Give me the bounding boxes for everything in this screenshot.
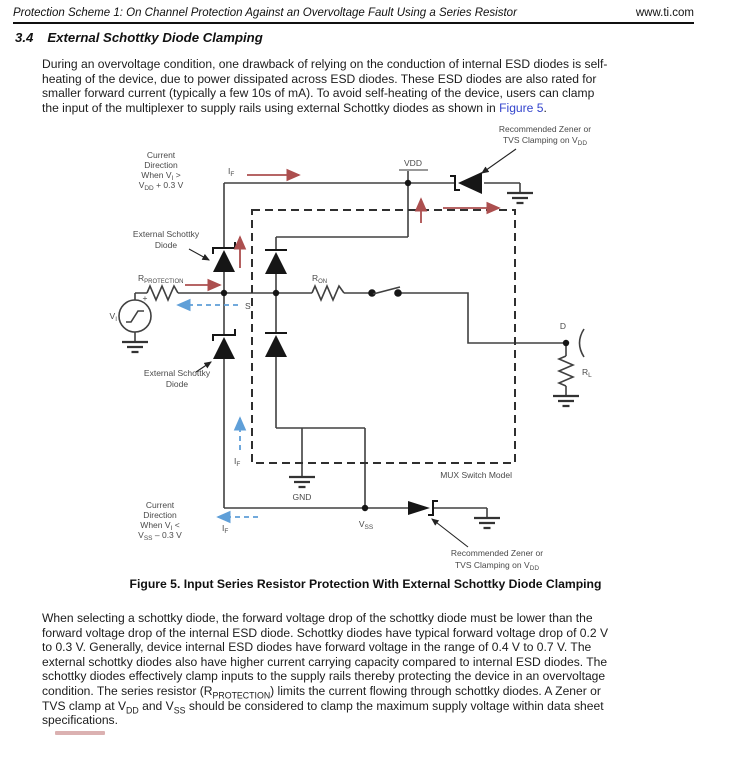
section-number: 3.4 [15, 30, 34, 45]
top-note-pointer [481, 148, 517, 174]
svg-text:Diode: Diode [155, 240, 177, 250]
s-node-label: S [245, 301, 251, 311]
page-header: Protection Scheme 1: On Channel Protecti… [13, 7, 694, 19]
bottom-note-pointer [431, 518, 469, 548]
svg-text:External Schottky: External Schottky [133, 229, 200, 239]
current-direction-top-label: Current Direction When VI > VDD + 0.3 V [139, 150, 184, 192]
svg-text:VDD + 0.3 V: VDD + 0.3 V [139, 180, 184, 192]
text-line: specifications. [42, 713, 118, 728]
paragraph-1: During an overvoltage condition, one dra… [42, 57, 607, 115]
svg-text:Current: Current [146, 500, 175, 510]
schottky-bottom-pointer [195, 361, 212, 373]
if-bottom-label: IF [222, 523, 228, 535]
svg-text:Direction: Direction [143, 510, 177, 520]
svg-text:TVS Clamping on VDD: TVS Clamping on VDD [455, 560, 539, 572]
svg-text:Current: Current [147, 150, 176, 160]
mux-switch-model-label: MUX Switch Model [440, 470, 512, 480]
circuit-diagram: Recommended Zener or TVS Clamping on VDD… [110, 124, 593, 572]
vi-label: VI [110, 311, 118, 323]
text-line: When selecting a schottky diode, the for… [42, 611, 593, 625]
current-arrows-blue [176, 298, 258, 524]
vss-clamp-note: Recommended Zener or TVS Clamping on VDD [451, 548, 543, 572]
output-pin-connector [578, 328, 585, 358]
ground-symbol-load [553, 394, 579, 408]
svg-text:When VI <: When VI < [140, 520, 179, 532]
text-line: TVS clamp at VDD and VSS should be consi… [42, 698, 604, 715]
section-title: External Schottky Diode Clamping [47, 30, 263, 45]
svg-text:External Schottky: External Schottky [144, 368, 211, 378]
svg-text:Direction: Direction [144, 160, 178, 170]
section-heading: 3.4 External Schottky Diode Clamping [15, 30, 263, 45]
ground-symbol-vss-clamp [474, 516, 500, 530]
d-node-label: D [560, 321, 566, 331]
if-left-label: IF [234, 456, 240, 468]
internal-esd-diode-top [265, 249, 287, 274]
rprotection-label: RPROTECTION [138, 273, 183, 285]
internal-esd-diode-bottom [265, 332, 287, 357]
zener-diode-vdd-clamp [450, 172, 482, 194]
vss-label: VSS [359, 519, 374, 531]
vdd-clamp-note-line2: TVS Clamping on VDD [503, 135, 587, 147]
running-header-title: Protection Scheme 1: On Channel Protecti… [13, 7, 517, 19]
mux-switch-model-box [251, 209, 516, 464]
figure-5-link[interactable]: Figure 5 [499, 100, 544, 115]
gnd-label: GND [293, 492, 312, 502]
text-line: to 0.3 V. Generally, device internal ESD… [42, 640, 592, 655]
text-line: heating of the device, due to power diss… [42, 71, 597, 86]
text-line: the input of the multiplexer to supply r… [42, 100, 547, 115]
website-link[interactable]: www.ti.com [635, 7, 694, 19]
vdd-clamp-note-line1: Recommended Zener or [499, 124, 591, 134]
svg-text:Diode: Diode [166, 379, 188, 389]
external-schottky-diode-bottom [212, 329, 236, 359]
ground-symbol-source [122, 340, 148, 354]
circuit-wiring [134, 171, 576, 518]
rl-label: RL [582, 367, 592, 379]
node-dots [220, 179, 570, 512]
current-arrows-red [185, 168, 501, 292]
text-line: smaller forward current (typically a few… [42, 86, 595, 101]
text-line: external schottky diodes also have highe… [42, 654, 608, 669]
schottky-top-pointer [188, 248, 210, 261]
vdd-label: VDD [404, 158, 422, 168]
ron-label: RON [312, 273, 327, 285]
ground-symbol-vdd-clamp [507, 191, 533, 205]
text-line: During an overvoltage condition, one dra… [42, 57, 608, 71]
current-direction-bottom-label: Current Direction When VI < VSS – 0.3 V [138, 500, 182, 542]
svg-text:When VI >: When VI > [141, 170, 180, 182]
svg-text:Recommended Zener or: Recommended Zener or [451, 548, 543, 558]
text-line: forward voltage drop of the internal ESD… [42, 625, 609, 640]
analog-switch [368, 286, 402, 297]
header-rule [13, 22, 694, 25]
external-schottky-top-label: External Schottky Diode [133, 229, 200, 250]
text-line: schottky diodes effectively clamp inputs… [42, 669, 606, 684]
paragraph-2: When selecting a schottky diode, the for… [42, 611, 608, 728]
if-top-label: IF [228, 166, 234, 178]
pointer-arrows [188, 148, 517, 548]
svg-text:VSS – 0.3 V: VSS – 0.3 V [138, 530, 182, 542]
zener-diode-vss-clamp [408, 500, 438, 516]
page-bottom-artifact [55, 731, 105, 735]
input-voltage-source [118, 299, 152, 333]
ground-symbol-gnd-pin [289, 475, 315, 489]
external-schottky-bottom-label: External Schottky Diode [144, 368, 211, 389]
figure-caption: Figure 5. Input Series Resistor Protecti… [129, 577, 602, 591]
plus-sign: + [143, 293, 148, 303]
text-line: condition. The series resistor (RPROTECT… [42, 683, 601, 701]
